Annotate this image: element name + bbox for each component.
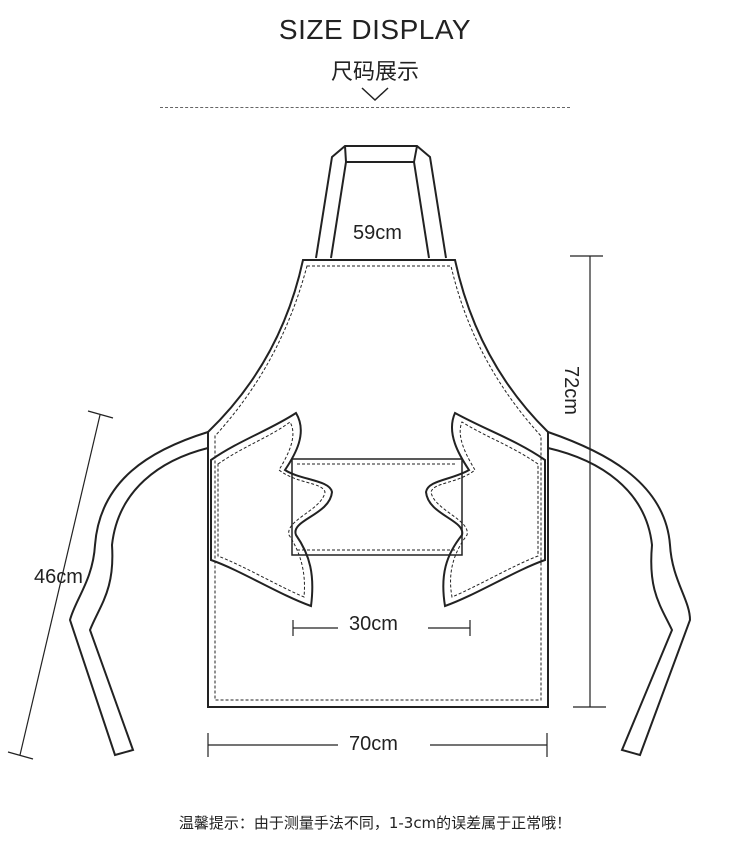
apron-width-label: 70cm <box>345 733 402 756</box>
pocket-band <box>291 458 463 556</box>
neck-strap-label: 59cm <box>353 222 402 244</box>
neck-strap <box>315 145 447 259</box>
left-waist-tie <box>68 431 209 757</box>
title-chinese: 尺码展示 <box>330 60 419 85</box>
title-divider <box>160 107 570 108</box>
pocket-width-label: 30cm <box>345 613 402 636</box>
title-english: SIZE DISPLAY <box>278 14 472 45</box>
waist-tie-label: 46cm <box>34 566 83 588</box>
measurement-note: 温馨提示：由于测量手法不同，1-3cm的误差属于正常哦！ <box>178 814 572 832</box>
length-label: 72cm <box>560 366 582 415</box>
chevron-down-icon <box>361 87 389 102</box>
dim-line-waist-tie <box>19 414 101 756</box>
right-pocket <box>424 411 546 608</box>
apron-body <box>207 259 549 708</box>
left-pocket <box>210 411 334 608</box>
right-waist-tie <box>547 431 692 757</box>
